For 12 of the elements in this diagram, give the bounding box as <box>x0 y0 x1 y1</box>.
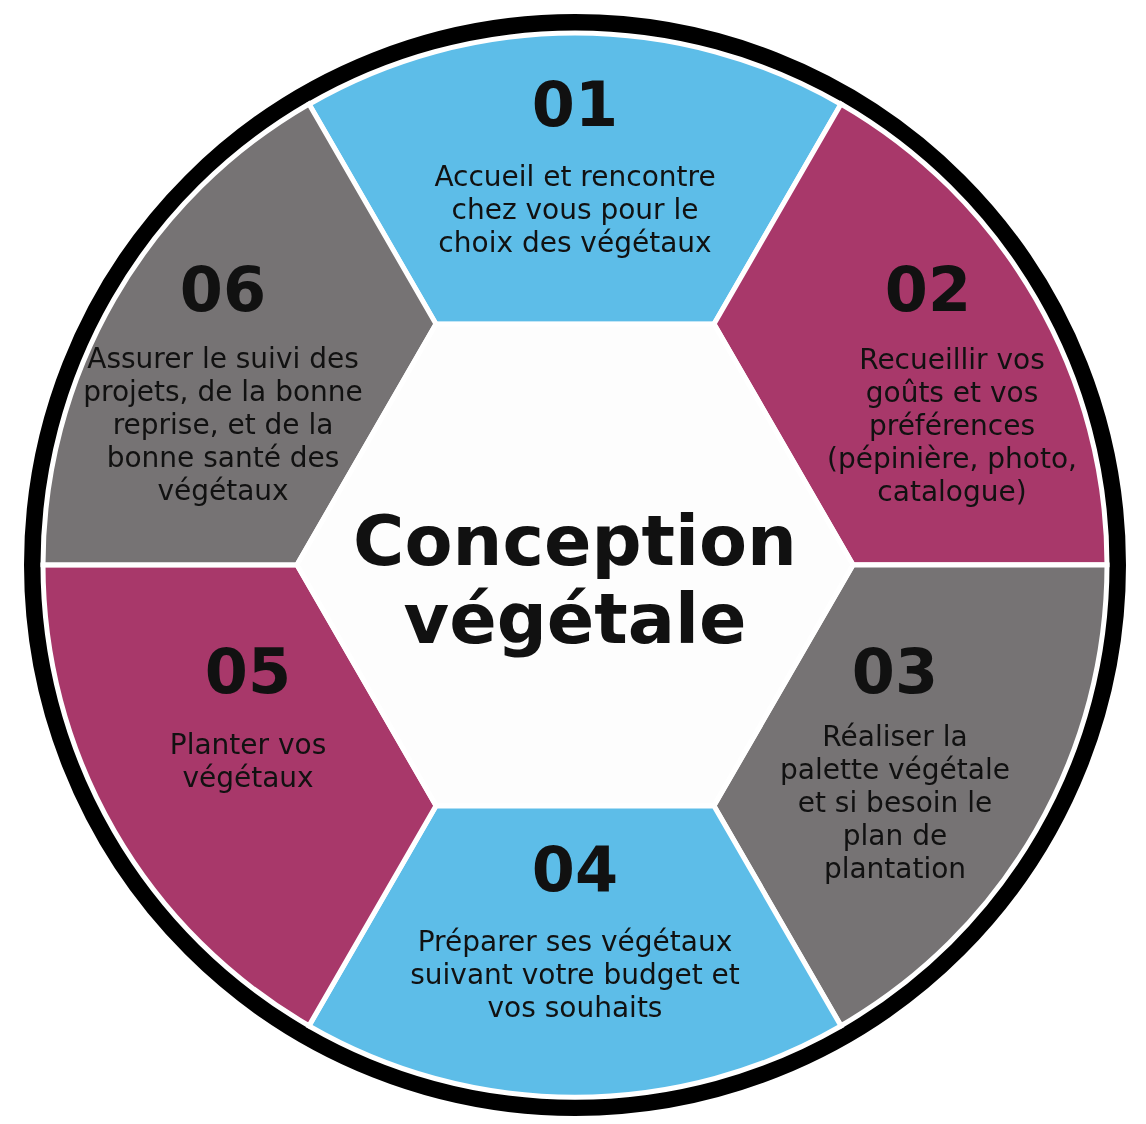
pie-segment <box>309 33 841 325</box>
step-description: Planter vos végétaux <box>168 728 328 794</box>
step-description: Accueil et rencontre chez vous pour le choix des végétaux <box>433 160 717 259</box>
step-number: 04 <box>531 837 619 903</box>
step-number: 06 <box>179 257 267 323</box>
step-description: Préparer ses végétaux suivant votre budget et vos souhaits <box>410 925 740 1024</box>
step-number: 01 <box>531 72 619 138</box>
step-number: 02 <box>884 257 972 323</box>
step-number: 03 <box>851 639 939 705</box>
step-description: Recueillir vos goûts et vos préférences (pépinière, photo, catalogue) <box>826 343 1078 508</box>
step-number: 05 <box>204 639 292 705</box>
step-description: Réaliser la palette végétale et si besoin le plan de plantation <box>780 720 1010 885</box>
